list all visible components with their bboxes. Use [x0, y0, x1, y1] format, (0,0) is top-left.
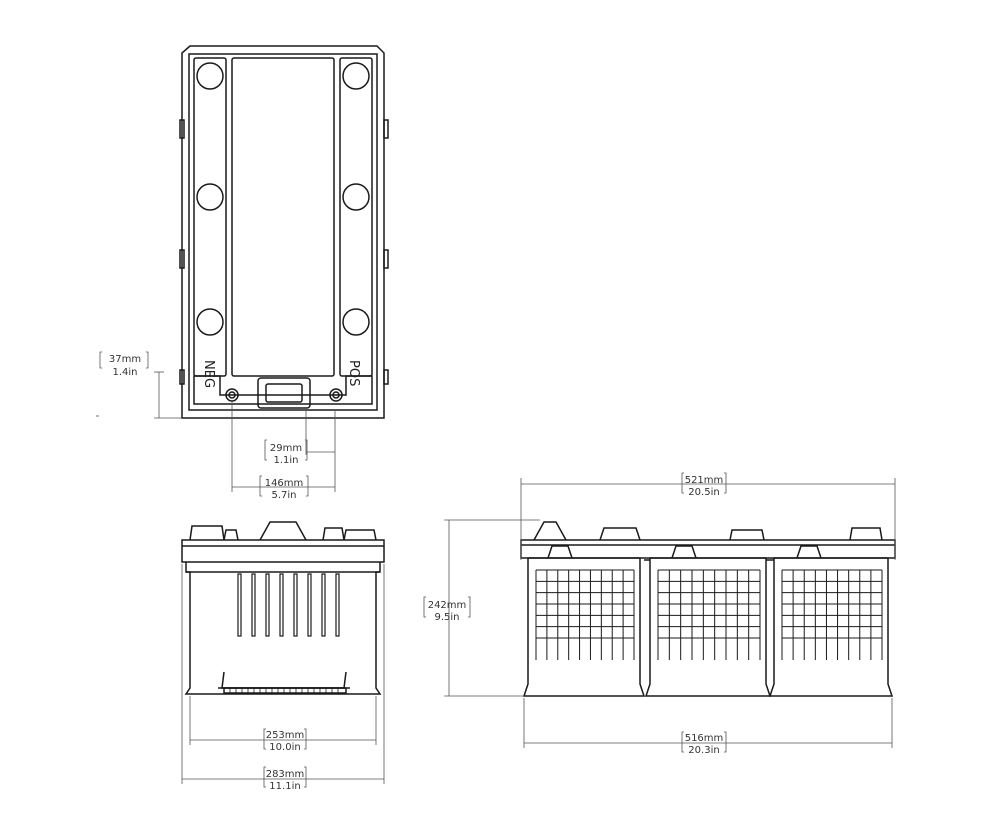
side-view-cell-3: [768, 557, 894, 697]
dim-overall-length-mm: 521mm: [685, 475, 724, 486]
dim-height-lines: [423, 519, 540, 697]
handle-icon: [257, 377, 311, 409]
top-view: [179, 45, 389, 419]
hole-icon: [196, 308, 224, 336]
side-view: [520, 521, 896, 697]
dim-terminal-width-mm: 29mm: [270, 443, 302, 454]
dim-base-width-lines: [189, 696, 377, 750]
side-view-grids: [535, 569, 883, 660]
hole-icon: [342, 308, 370, 336]
end-view-handle: [259, 521, 307, 541]
end-view-lid: [181, 539, 385, 563]
dim-height-mm: 242mm: [428, 600, 467, 611]
dim-terminal-height-in: 1.4in: [112, 367, 137, 378]
hole-icon: [342, 183, 370, 211]
dim-overall-length-in: 20.5in: [688, 487, 719, 498]
negative-terminal-icon: [225, 388, 239, 402]
dim-base-length-lines: [523, 698, 893, 753]
dim-terminal-height-lines: [99, 351, 182, 419]
dim-base-length-in: 20.3in: [688, 745, 719, 756]
positive-terminal-inner: [332, 391, 340, 399]
dim-overall-width-in: 11.1in: [269, 781, 300, 792]
pos-label: POS: [346, 360, 361, 386]
negative-terminal-inner: [228, 391, 236, 399]
dim-terminal-height-mm: 37mm: [109, 354, 141, 365]
side-view-lid: [520, 539, 896, 559]
top-view-outline: [181, 45, 385, 419]
hole-icon: [196, 62, 224, 90]
side-view-cell-1: [522, 557, 646, 697]
dim-terminal-width-lines: [264, 410, 336, 492]
hole-icon: [342, 62, 370, 90]
end-view: [181, 521, 385, 695]
side-view-vent: [533, 521, 567, 541]
dim-overall-width-lines: [181, 564, 385, 788]
dim-base-width-mm: 253mm: [266, 730, 305, 741]
neg-label: NEG: [201, 360, 216, 388]
dim-terminal-spacing-mm: 146mm: [265, 478, 304, 489]
dim-overall-width-mm: 283mm: [266, 769, 305, 780]
hole-icon: [196, 183, 224, 211]
dim-terminal-spacing-in: 5.7in: [271, 490, 296, 501]
dim-base-length-mm: 516mm: [685, 733, 724, 744]
dim-overall-length-lines: [520, 472, 896, 560]
dim-height-in: 9.5in: [434, 612, 459, 623]
top-view-inner-rim: [188, 53, 378, 411]
handle-inner: [265, 383, 303, 403]
positive-terminal-icon: [329, 388, 343, 402]
dim-base-width-in: 10.0in: [269, 742, 300, 753]
top-view-bottom-channel: [193, 375, 373, 405]
dim-terminal-width-in: 1.1in: [273, 455, 298, 466]
top-view-center-panel: [231, 57, 335, 377]
dim-terminal-spacing-lines: [231, 402, 335, 497]
